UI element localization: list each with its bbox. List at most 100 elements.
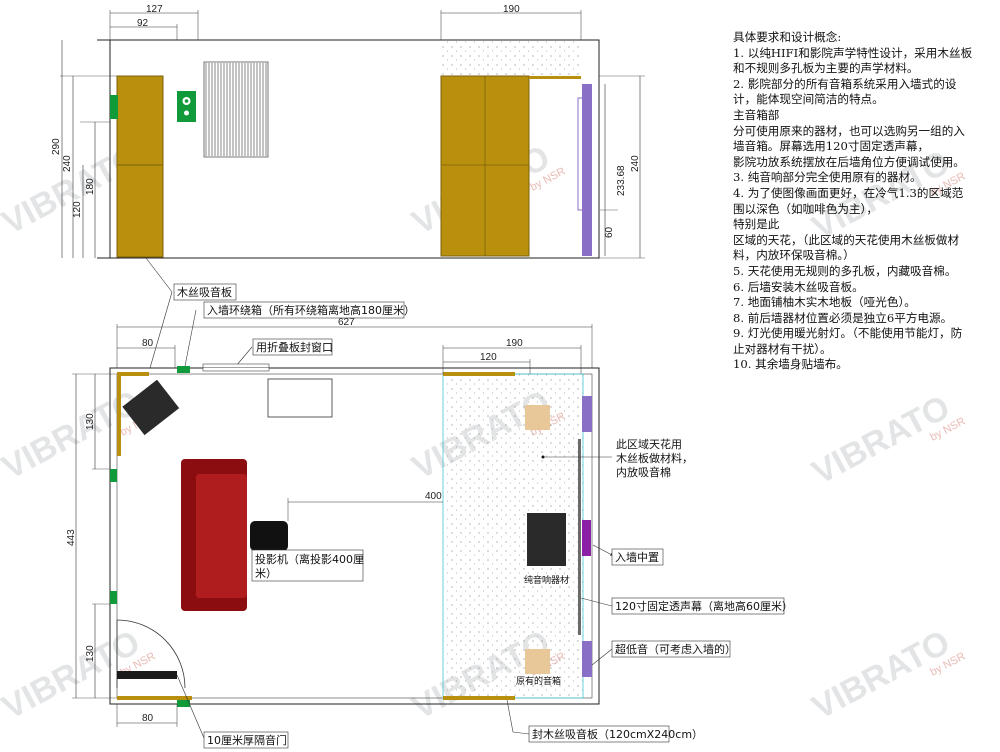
callout-projector-1: 投影机（离投影400厘 <box>255 552 364 566</box>
label-pure-audio: 纯音响器材 <box>524 574 569 586</box>
audio-rack-corner <box>122 379 180 436</box>
callout-box <box>611 597 785 615</box>
dim-400: 400 <box>425 491 442 502</box>
note-item: 主音箱部 <box>733 107 780 122</box>
callout-box <box>611 548 664 566</box>
note-item: 9. 灯光使用暖光射灯。（不能使用节能灯，防止对器材有干扰）。 <box>733 326 963 356</box>
callout-center: 入墙中置 <box>615 550 659 564</box>
leader <box>580 597 613 607</box>
note-item: 分可使用原来的器材，也可以选购另一组的入墙音箱。屏幕选用120寸固定透声幕， <box>733 123 965 154</box>
callout-wood-panel: 木丝吸音板 <box>177 285 232 299</box>
ceiling-dotted-area <box>441 40 581 76</box>
note-item: 4. 为了使图像画面更好，在冷气1.3的区域范围以深色（如咖啡色为主）， <box>733 185 964 216</box>
callout-rear-panel: 封木丝吸音板（120cmX240cm） <box>532 727 703 741</box>
callouts-mid: 木丝吸音板 入墙环绕箱（所有环绕箱离地高180厘米） 用折叠板封窗口 <box>145 257 415 369</box>
dim-180: 180 <box>85 178 96 195</box>
dim-443: 443 <box>66 529 77 546</box>
callout-folding-window: 用折叠板封窗口 <box>256 340 333 354</box>
original-speaker-bottom <box>525 649 550 674</box>
floor-plan-view: 400 627 80 190 120 <box>66 317 793 749</box>
front-speaker-left <box>582 396 592 432</box>
screen-purple-elev <box>582 84 592 256</box>
pure-audio-equipment <box>527 513 566 566</box>
callout-projector-2: 米） <box>255 567 277 580</box>
note-item: 6. 后墙安装木丝吸音板。 <box>733 279 864 294</box>
callout-screen: 120寸固定透声幕（离地高60厘米） <box>615 599 793 613</box>
callout-box <box>173 283 237 301</box>
dim-190-plan: 190 <box>506 338 523 349</box>
callout-ceiling-3: 内放吸音棉 <box>616 465 671 479</box>
note-item: 1. 以纯HIFI和影院声学特性设计，采用木丝板和不规则多孔板为主要的声学材料。 <box>733 45 973 76</box>
original-speaker-top <box>525 405 550 430</box>
callout-ceiling-1: 此区域天花用 <box>616 438 682 451</box>
note-item: 7. 地面铺柚木实木地板（哑光色）。 <box>733 295 916 310</box>
dim-233-68: 233.68 <box>616 165 627 196</box>
leader <box>184 309 197 367</box>
dim-92: 92 <box>137 18 149 29</box>
leader <box>145 257 173 293</box>
note-item: 影院功放系统摆放在后墙角位方便调试使用。 <box>733 154 965 169</box>
wood-trim-plan <box>443 696 515 700</box>
leader <box>176 674 205 739</box>
dim-290: 290 <box>51 138 62 155</box>
leader <box>591 648 613 666</box>
wood-trim-plan <box>117 374 121 456</box>
watermark: VIBRATO by NSR <box>806 623 968 727</box>
note-item: 8. 前后墙器材位置必须是独立6平方电源。 <box>733 310 953 325</box>
dim-240: 240 <box>62 155 73 172</box>
projector <box>250 521 288 551</box>
surround-speaker <box>177 366 190 373</box>
leader <box>149 291 173 369</box>
callout-door: 10厘米厚隔音门 <box>207 733 287 747</box>
watermark: VIBRATO by NSR <box>0 383 157 487</box>
wood-trim-plan <box>117 372 149 376</box>
callout-in-wall-surround: 入墙环绕箱（所有环绕箱离地高180厘米） <box>207 303 415 317</box>
center-speaker <box>582 520 591 556</box>
dim-130-bot: 130 <box>85 645 96 662</box>
surround-speaker <box>177 700 190 707</box>
leader <box>512 731 530 735</box>
speaker-cone <box>184 99 189 103</box>
callout-box <box>203 301 405 319</box>
subwoofer <box>582 641 592 677</box>
wood-panel-left-lower <box>116 164 164 258</box>
wood-trim <box>529 76 581 79</box>
leader <box>592 544 614 556</box>
plan-outer-wall <box>109 367 600 705</box>
callout-ceiling-2: 木丝板做材料， <box>616 451 693 465</box>
sofa-seat <box>196 474 247 598</box>
elevation-view: 127 92 190 290 240 180 120 233.68 240 <box>51 4 645 259</box>
elevation-dimensions: 127 92 190 290 240 180 120 233.68 240 <box>51 4 645 259</box>
wood-trim-plan <box>117 696 192 700</box>
dim-60: 60 <box>604 226 615 238</box>
in-wall-speaker-elev <box>177 91 196 122</box>
note-item: 3. 纯音响部分完全使用原有的器材。 <box>733 170 922 185</box>
callout-box <box>252 338 333 356</box>
note-item: 2. 影院部分的所有音箱系统采用入墙式的设计，能体现空间简洁的特点。 <box>733 76 957 107</box>
surround-speaker-elev <box>110 95 118 119</box>
plan-inner-wall <box>116 373 593 699</box>
note-item: 5. 天花使用无规则的多孔板，内藏吸音棉。 <box>733 263 957 278</box>
dim-627: 627 <box>338 317 355 328</box>
callout-box <box>251 549 364 582</box>
watermark: VIBRATO by NSR <box>806 388 968 492</box>
dim-127: 127 <box>146 4 163 15</box>
dim-80-bot: 80 <box>142 713 154 724</box>
notes-heading: 具体要求和设计概念: <box>733 30 842 44</box>
callout-subwoofer: 超低音（可考虑入墙的） <box>615 642 736 656</box>
side-table <box>267 378 333 418</box>
door-threshold <box>117 671 177 679</box>
callout-box <box>611 640 731 658</box>
dim-80-top: 80 <box>142 338 154 349</box>
wood-panel-left-upper <box>116 75 164 166</box>
door-swing <box>116 619 186 689</box>
note-item: 特别是此 <box>733 217 780 232</box>
folding-window-shutter <box>203 61 269 158</box>
note-item: 区域的天花，（此区域的天花使用木丝板做材料，内放环保吸音棉。） <box>733 232 960 263</box>
dim-120: 120 <box>72 201 83 218</box>
dim-130-top: 130 <box>85 413 96 430</box>
plan-dimensions: 627 80 190 120 443 130 130 <box>66 317 593 727</box>
callout-box <box>203 731 289 749</box>
design-notes: 具体要求和设计概念: 1. 以纯HIFI和影院声学特性设计，采用木丝板和不规则多… <box>733 30 973 373</box>
surround-speaker <box>110 469 117 482</box>
